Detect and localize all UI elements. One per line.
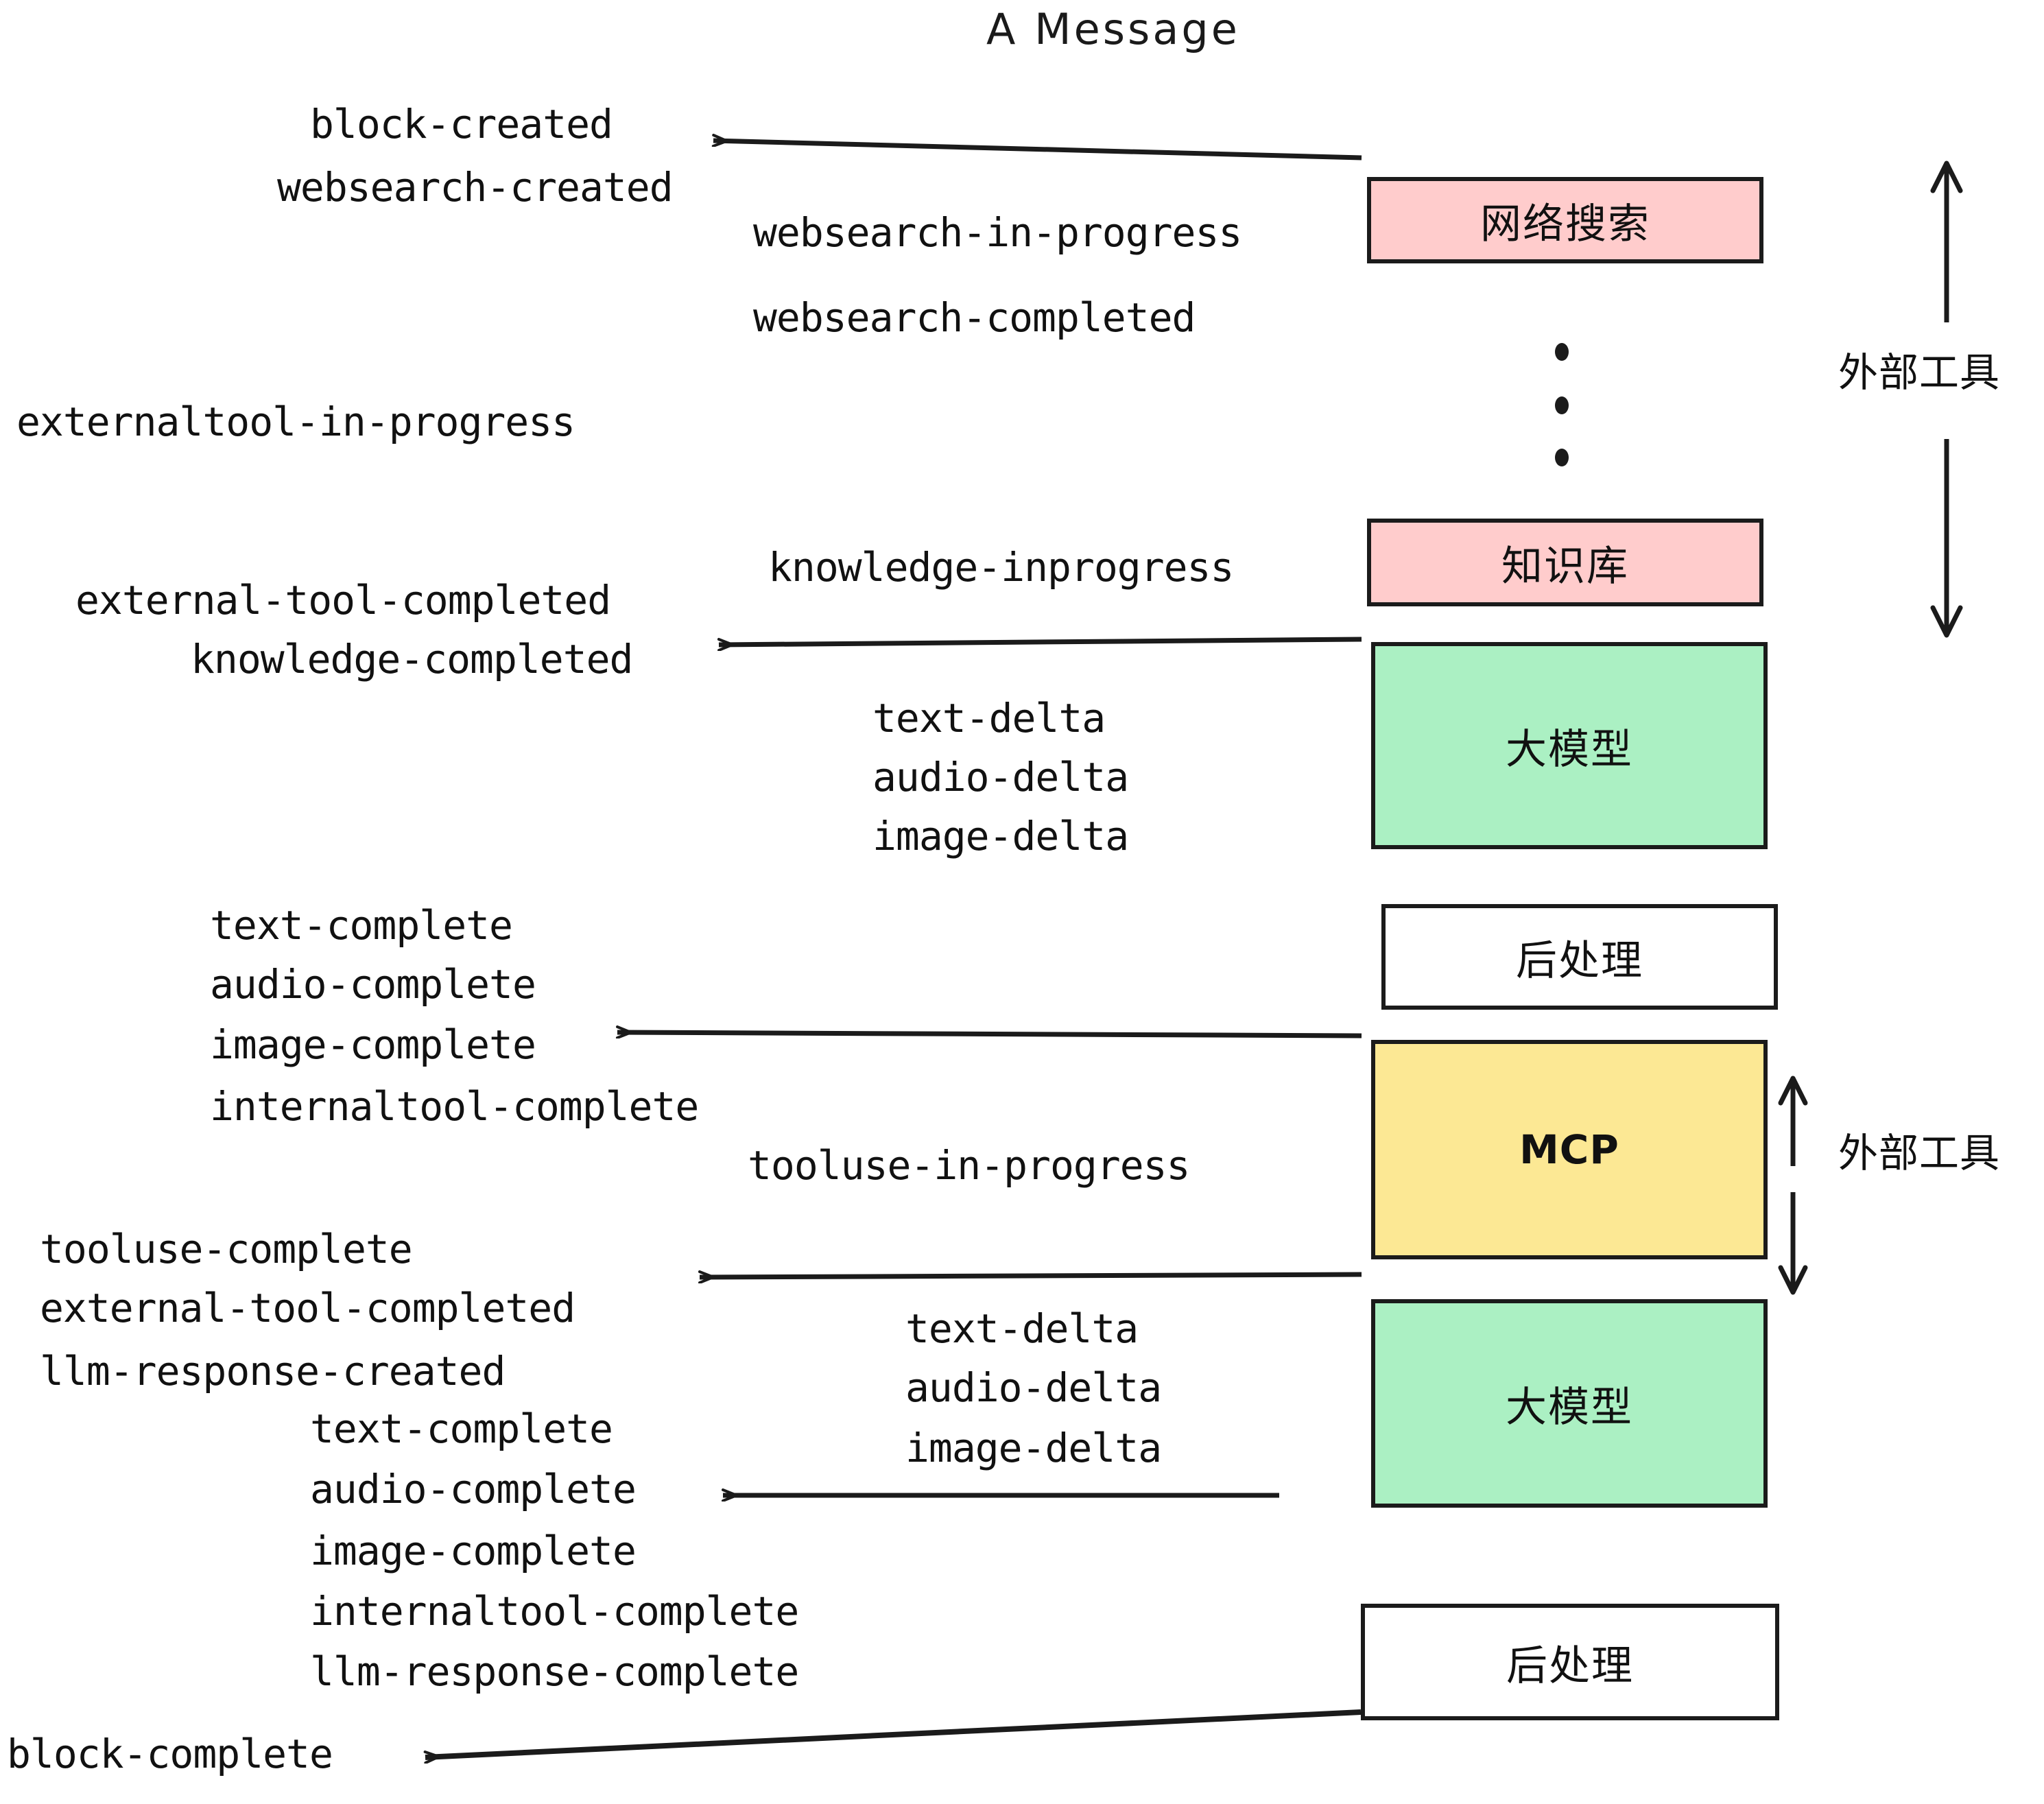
ellipsis-dot: [1555, 449, 1569, 466]
event-label-external-tool-completed-1: external-tool-completed: [75, 577, 611, 624]
node-box-web-search[interactable]: 网络搜索: [1367, 177, 1763, 263]
ellipsis-dot: [1555, 396, 1569, 414]
event-label-image-delta-1: image-delta: [872, 813, 1129, 859]
arrow-postprocess1-to-image-complete: [617, 1032, 1362, 1036]
event-label-audio-complete-1: audio-complete: [210, 961, 536, 1008]
node-box-knowledge-base[interactable]: 知识库: [1367, 519, 1763, 606]
arrow-mcp-to-tooluse-complete: [700, 1274, 1362, 1277]
event-label-image-delta-2: image-delta: [905, 1425, 1162, 1471]
node-box-mcp[interactable]: MCP: [1371, 1040, 1768, 1259]
node-label-mcp: MCP: [1519, 1126, 1619, 1173]
event-label-audio-delta-1: audio-delta: [872, 754, 1129, 800]
node-label-llm-2: 大模型: [1506, 1383, 1633, 1432]
bracket-external-tool-top-head-down: [1930, 605, 1963, 638]
event-label-block-complete: block-complete: [7, 1731, 333, 1777]
ellipsis-dot: [1555, 343, 1569, 361]
bracket-external-tool-bottom-head-up: [1778, 1076, 1808, 1106]
event-label-knowledge-completed: knowledge-completed: [191, 636, 633, 683]
event-label-tooluse-complete: tooluse-complete: [40, 1226, 413, 1272]
node-label-postprocess-2: 后处理: [1506, 1641, 1634, 1690]
node-label-postprocess-1: 后处理: [1516, 936, 1643, 985]
node-label-knowledge-base: 知识库: [1501, 542, 1629, 591]
event-label-internaltool-complete-1: internaltool-complete: [210, 1083, 699, 1130]
event-label-internaltool-complete-2: internaltool-complete: [310, 1588, 799, 1635]
event-label-external-tool-completed-2: external-tool-completed: [40, 1285, 575, 1331]
diagram-title: A Message: [986, 4, 1240, 54]
node-label-web-search: 网络搜索: [1480, 200, 1650, 248]
event-label-tooluse-in-progress: tooluse-in-progress: [748, 1142, 1190, 1189]
event-label-text-delta-2: text-delta: [905, 1305, 1139, 1352]
bracket-external-tool-bottom-head-down: [1778, 1265, 1808, 1295]
node-label-llm-1: 大模型: [1506, 725, 1633, 774]
arrow-postprocess2-to-block-complete: [425, 1709, 1362, 1757]
event-label-externaltool-in-progress: externaltool-in-progress: [16, 399, 575, 445]
event-label-websearch-created: websearch-created: [277, 164, 674, 211]
event-label-llm-response-created: llm-response-created: [40, 1348, 506, 1394]
event-label-knowledge-inprogress: knowledge-inprogress: [768, 544, 1234, 591]
node-box-llm-2[interactable]: 大模型: [1371, 1299, 1768, 1508]
event-label-block-created: block-created: [310, 101, 613, 147]
node-box-postprocess-1[interactable]: 后处理: [1381, 904, 1778, 1010]
event-label-llm-response-complete: llm-response-complete: [310, 1648, 799, 1695]
arrow-knowledge-to-knowledge-completed: [719, 637, 1362, 645]
event-label-text-complete-1: text-complete: [210, 902, 513, 949]
node-box-postprocess-2[interactable]: 后处理: [1361, 1604, 1779, 1720]
event-label-audio-delta-2: audio-delta: [905, 1364, 1162, 1411]
bracket-external-tool-top-head-up: [1930, 161, 1963, 193]
event-label-text-delta-1: text-delta: [872, 695, 1106, 741]
side-label-external-tool-bottom: 外部工具: [1838, 1130, 2001, 1176]
arrow-websearch-to-block-created: [713, 141, 1362, 161]
side-label-external-tool-top: 外部工具: [1838, 349, 2001, 396]
event-label-websearch-completed: websearch-completed: [753, 294, 1196, 341]
event-label-audio-complete-2: audio-complete: [310, 1466, 637, 1512]
event-label-websearch-in-progress: websearch-in-progress: [753, 209, 1242, 256]
node-box-llm-1[interactable]: 大模型: [1371, 642, 1768, 849]
event-label-text-complete-2: text-complete: [310, 1405, 613, 1452]
event-label-image-complete-1: image-complete: [210, 1021, 536, 1068]
event-label-image-complete-2: image-complete: [310, 1528, 637, 1574]
